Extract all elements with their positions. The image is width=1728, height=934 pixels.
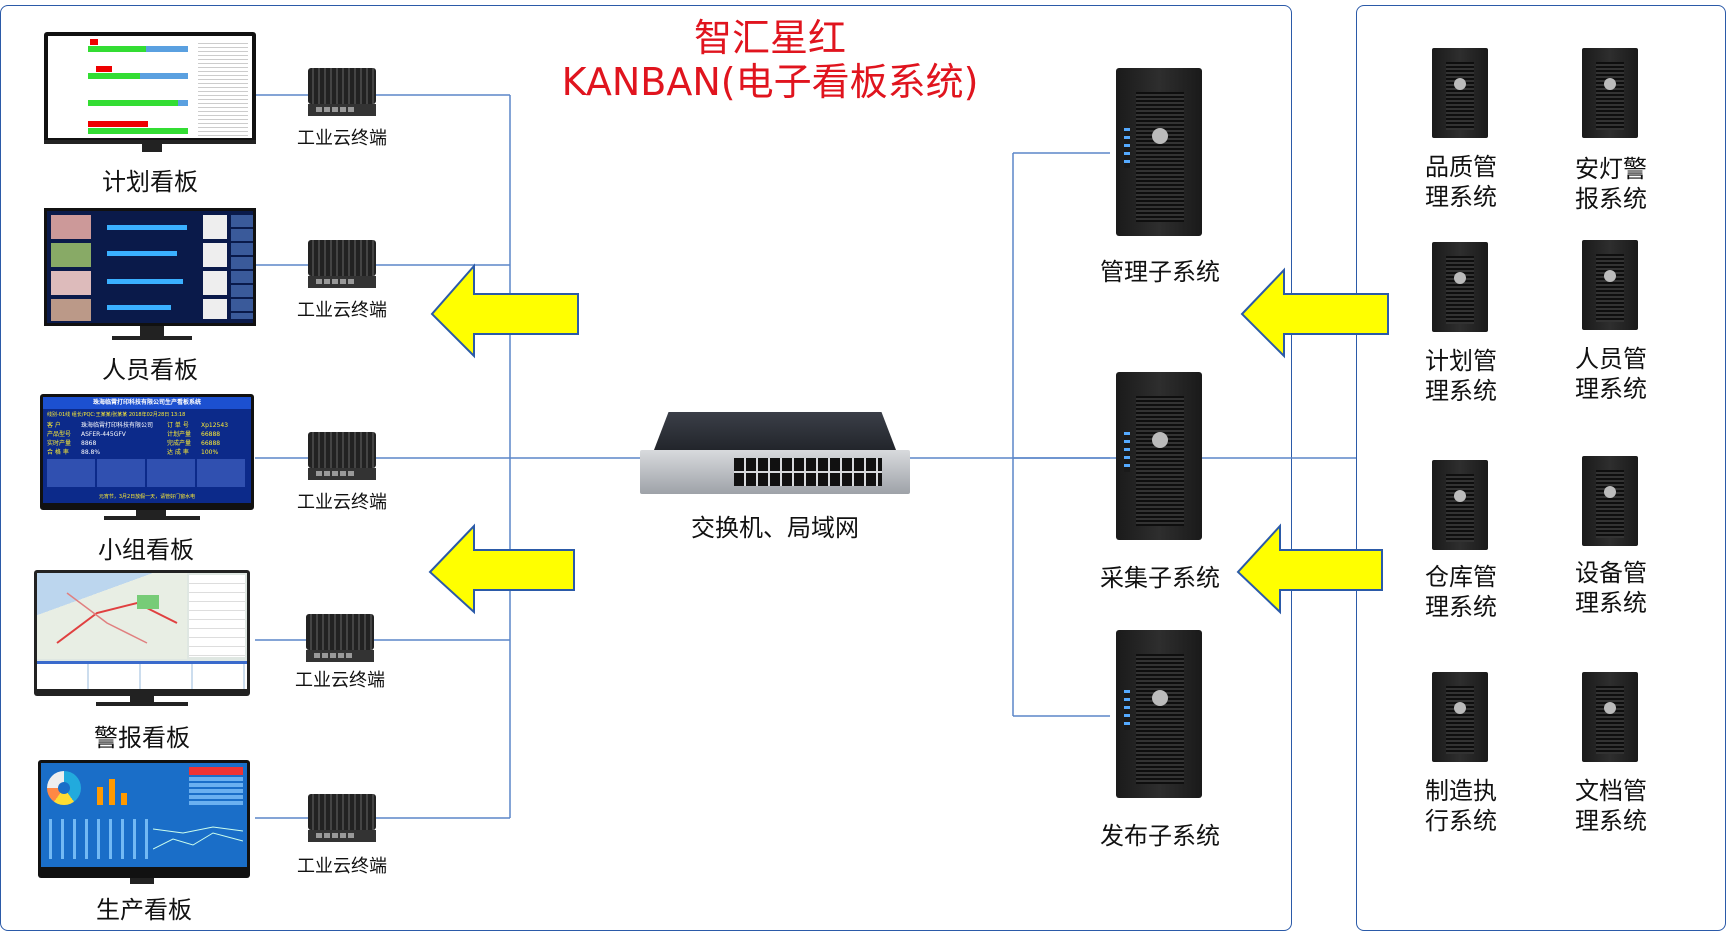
server-tower xyxy=(1116,372,1202,540)
switch-label: 交换机、局域网 xyxy=(691,514,859,542)
team-val: 珠海临霄打印科技有限公司 xyxy=(81,422,154,429)
server-small xyxy=(1432,672,1488,762)
team-key: 计划产量 xyxy=(167,431,192,438)
terminal-label: 工业云终端 xyxy=(297,492,387,513)
subsystem-label: 管理子系统 xyxy=(1100,258,1220,286)
terminal-label: 工业云终端 xyxy=(295,670,385,691)
board-label-plan: 计划看板 xyxy=(102,168,198,196)
server-tower xyxy=(1116,68,1202,236)
team-screen-header: 珠海临霄打印科技有限公司生产看板系统 xyxy=(43,397,251,409)
page-title: 智汇星红 xyxy=(693,16,846,60)
personnel-board-monitor xyxy=(44,208,256,326)
team-key: 合 格 率 xyxy=(47,449,69,456)
board-label-team: 小组看板 xyxy=(98,536,194,564)
team-val: 100% xyxy=(201,449,219,456)
board-label-production: 生产看板 xyxy=(96,896,192,924)
monitor-stand xyxy=(130,878,154,884)
monitor-stand xyxy=(130,696,154,704)
server-tower xyxy=(1116,630,1202,798)
cloud-terminal-device xyxy=(308,432,376,482)
system-label: 计划管理系统 xyxy=(1425,347,1497,405)
external-systems-frame xyxy=(1356,5,1726,931)
team-val: 8868 xyxy=(81,440,97,447)
monitor-base xyxy=(104,516,200,520)
server-small xyxy=(1432,242,1488,332)
monitor-base xyxy=(96,702,188,706)
team-val: Xp12543 xyxy=(201,422,229,429)
system-label: 制造执行系统 xyxy=(1425,777,1497,835)
cloud-terminal-device xyxy=(306,614,374,664)
plan-board-monitor xyxy=(44,32,256,144)
arrow-right-upper xyxy=(1240,267,1389,359)
team-key: 产品型号 xyxy=(47,431,72,438)
server-small xyxy=(1582,456,1638,546)
team-val: ASFER-445GFV xyxy=(81,431,126,438)
alarm-board-monitor xyxy=(34,570,250,696)
terminal-label: 工业云终端 xyxy=(297,128,387,149)
subsystem-label: 发布子系统 xyxy=(1100,822,1220,850)
subsystem-label: 采集子系统 xyxy=(1100,564,1220,592)
production-board-monitor xyxy=(38,760,250,878)
board-label-personnel: 人员看板 xyxy=(102,356,198,384)
system-label: 人员管理系统 xyxy=(1575,345,1647,403)
cloud-terminal-device xyxy=(308,68,376,118)
server-small xyxy=(1582,48,1638,138)
team-val: 88.8% xyxy=(81,449,101,456)
monitor-stand xyxy=(142,144,162,152)
monitor-base xyxy=(112,336,192,340)
team-val: 66888 xyxy=(201,440,221,447)
arrow-left-lower xyxy=(428,523,575,615)
board-label-alarm: 警报看板 xyxy=(94,724,190,752)
team-key: 订 单 号 xyxy=(167,422,189,429)
team-board-monitor: 珠海临霄打印科技有限公司生产看板系统 线别-01线 组长/PQC:王某某/张某某… xyxy=(40,394,254,510)
main-frame xyxy=(0,5,1292,931)
team-screen-row1: 线别-01线 组长/PQC:王某某/张某某 2018年02月28日 13:18 xyxy=(47,412,186,418)
server-small xyxy=(1582,672,1638,762)
monitor-stand xyxy=(140,326,164,338)
arrow-right-lower xyxy=(1236,523,1383,615)
network-switch xyxy=(640,412,910,498)
server-small xyxy=(1432,460,1488,550)
terminal-label: 工业云终端 xyxy=(297,856,387,877)
team-key: 客 户 xyxy=(47,422,61,429)
system-label: 安灯警报系统 xyxy=(1575,155,1647,213)
page-subtitle: KANBAN(电子看板系统) xyxy=(561,60,979,104)
team-val: 66888 xyxy=(201,431,221,438)
team-key: 达 成 率 xyxy=(167,449,189,456)
team-key: 实时产量 xyxy=(47,440,72,447)
cloud-terminal-device xyxy=(308,240,376,290)
cloud-terminal-device xyxy=(308,794,376,844)
terminal-label: 工业云终端 xyxy=(297,300,387,321)
server-small xyxy=(1582,240,1638,330)
server-small xyxy=(1432,48,1488,138)
team-screen-footer: 元宵节，3月2日放假一天，请管好门窗水电 xyxy=(98,494,196,500)
system-label: 设备管理系统 xyxy=(1575,559,1647,617)
monitor-stand xyxy=(136,510,166,518)
system-label: 文档管理系统 xyxy=(1575,777,1647,835)
system-label: 品质管理系统 xyxy=(1425,153,1497,211)
arrow-left-upper xyxy=(430,263,579,359)
team-key: 完成产量 xyxy=(167,440,192,447)
system-label: 仓库管理系统 xyxy=(1425,563,1497,621)
